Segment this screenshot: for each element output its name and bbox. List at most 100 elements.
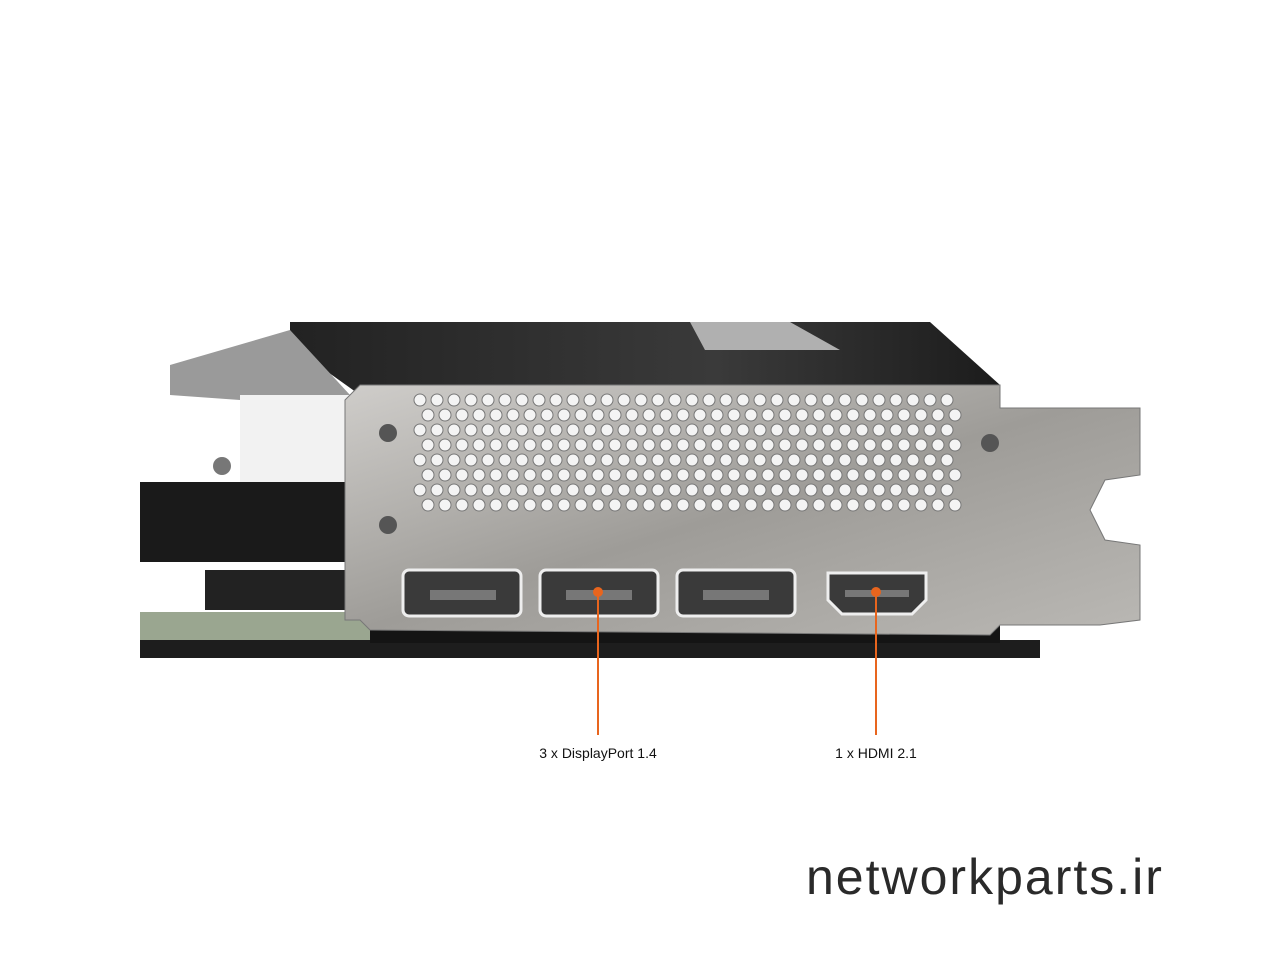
vent-hole <box>515 423 529 437</box>
vent-hole <box>447 453 461 467</box>
vent-hole <box>931 438 945 452</box>
vent-hole <box>642 468 656 482</box>
vent-hole <box>464 453 478 467</box>
vent-hole <box>948 468 962 482</box>
vent-hole <box>676 468 690 482</box>
vent-hole <box>591 408 605 422</box>
hdmi-label: 1 x HDMI 2.1 <box>835 745 917 761</box>
vent-hole <box>702 423 716 437</box>
vent-hole <box>923 393 937 407</box>
vent-hole <box>447 423 461 437</box>
vent-hole <box>506 498 520 512</box>
vent-hole <box>557 468 571 482</box>
vent-hole <box>625 438 639 452</box>
vent-hole <box>659 408 673 422</box>
vent-hole <box>455 408 469 422</box>
vent-hole <box>855 453 869 467</box>
vent-hole <box>821 423 835 437</box>
vent-hole <box>744 468 758 482</box>
vent-hole <box>481 483 495 497</box>
vent-hole <box>430 483 444 497</box>
vent-hole <box>880 498 894 512</box>
vent-hole <box>421 438 435 452</box>
vent-hole <box>897 408 911 422</box>
vent-hole <box>685 483 699 497</box>
vent-hole <box>651 393 665 407</box>
vent-hole <box>710 438 724 452</box>
vent-hole <box>880 438 894 452</box>
displayport-label: 3 x DisplayPort 1.4 <box>539 745 657 761</box>
vent-hole <box>702 483 716 497</box>
vent-hole <box>846 408 860 422</box>
vent-hole <box>540 438 554 452</box>
vent-hole <box>880 468 894 482</box>
vent-hole <box>770 483 784 497</box>
vent-hole <box>829 468 843 482</box>
vent-hole <box>659 438 673 452</box>
vent-hole <box>421 468 435 482</box>
vent-hole <box>812 438 826 452</box>
vent-hole <box>625 408 639 422</box>
vent-hole <box>549 483 563 497</box>
vent-hole <box>872 453 886 467</box>
vent-hole <box>608 498 622 512</box>
vent-hole <box>804 453 818 467</box>
vent-hole <box>872 483 886 497</box>
vent-hole <box>838 423 852 437</box>
vent-hole <box>829 438 843 452</box>
vent-hole <box>481 393 495 407</box>
vent-hole <box>608 438 622 452</box>
vent-hole <box>812 498 826 512</box>
vent-hole <box>753 483 767 497</box>
vent-hole <box>659 498 673 512</box>
vent-hole <box>498 453 512 467</box>
vent-hole <box>608 408 622 422</box>
vent-hole <box>829 498 843 512</box>
vent-hole <box>753 453 767 467</box>
vent-hole <box>472 438 486 452</box>
vent-hole <box>438 468 452 482</box>
vent-hole <box>906 453 920 467</box>
vent-hole <box>464 483 478 497</box>
vent-hole <box>727 438 741 452</box>
vent-hole <box>472 498 486 512</box>
vent-hole <box>489 498 503 512</box>
vent-hole <box>931 468 945 482</box>
vent-hole <box>625 468 639 482</box>
vent-hole <box>506 408 520 422</box>
vent-hole <box>804 393 818 407</box>
vent-hole <box>651 483 665 497</box>
screw-icon <box>981 434 999 452</box>
vent-hole <box>455 438 469 452</box>
vent-hole <box>489 438 503 452</box>
vent-hole <box>948 408 962 422</box>
cooler-shroud <box>170 322 1000 485</box>
vent-hole <box>770 453 784 467</box>
vent-hole <box>515 483 529 497</box>
vent-hole <box>413 393 427 407</box>
vent-hole <box>549 423 563 437</box>
vent-hole <box>489 408 503 422</box>
vent-hole <box>523 408 537 422</box>
vent-hole <box>642 498 656 512</box>
vent-hole <box>719 483 733 497</box>
vent-hole <box>872 423 886 437</box>
vent-hole <box>761 438 775 452</box>
vent-hole <box>897 468 911 482</box>
vent-hole <box>821 393 835 407</box>
vent-hole <box>693 438 707 452</box>
displayport-connector <box>401 568 523 618</box>
vent-hole <box>489 468 503 482</box>
vent-hole <box>812 408 826 422</box>
vent-hole <box>846 468 860 482</box>
vent-hole <box>778 468 792 482</box>
vent-hole <box>668 423 682 437</box>
vent-hole <box>464 423 478 437</box>
vent-hole <box>617 423 631 437</box>
vent-hole <box>719 423 733 437</box>
vent-hole <box>761 468 775 482</box>
vent-hole <box>591 498 605 512</box>
vent-hole <box>914 438 928 452</box>
vent-hole <box>940 483 954 497</box>
